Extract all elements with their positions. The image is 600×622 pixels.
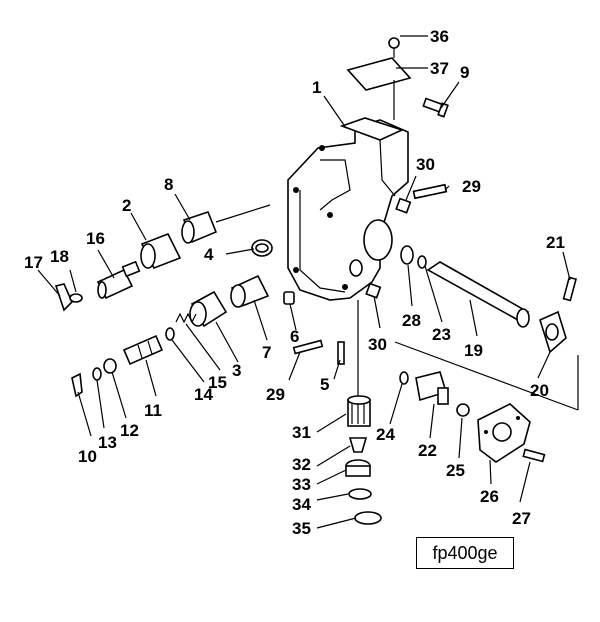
shaft-19 <box>426 261 530 328</box>
callout-16: 16 <box>86 229 105 248</box>
callout-9: 9 <box>460 63 469 82</box>
clip-10 <box>71 372 83 398</box>
callout-13: 13 <box>98 433 117 452</box>
callout-29-lower: 29 <box>266 385 285 404</box>
callout-28: 28 <box>402 311 421 330</box>
callout-10: 10 <box>78 447 97 466</box>
stud-29-upper <box>412 183 448 200</box>
oring-24 <box>399 371 409 385</box>
callout-4: 4 <box>204 245 214 264</box>
pin-6 <box>283 291 295 305</box>
callout-32: 32 <box>292 455 311 474</box>
callout-21: 21 <box>546 233 565 252</box>
cup-3 <box>189 290 228 328</box>
seal-28 <box>400 245 414 265</box>
bolt-27 <box>522 448 546 463</box>
callout-30-lower: 30 <box>368 335 387 354</box>
bolt-9 <box>422 97 449 118</box>
callout-7: 7 <box>262 343 271 362</box>
leader-lines <box>37 35 571 529</box>
callout-25: 25 <box>446 461 465 480</box>
callout-34: 34 <box>292 495 311 514</box>
sleeve-8 <box>181 204 271 244</box>
callout-14: 14 <box>194 385 213 404</box>
oring-14 <box>165 327 175 341</box>
callout-27: 27 <box>512 509 531 528</box>
spool-16 <box>96 260 141 300</box>
ball-25 <box>456 403 470 417</box>
callout-17: 17 <box>24 253 43 272</box>
cover-plate-37 <box>346 57 412 91</box>
check-valve-22 <box>415 371 449 405</box>
bushing-2 <box>140 232 182 270</box>
callout-19: 19 <box>464 341 483 360</box>
callout-3: 3 <box>232 361 241 380</box>
callout-22: 22 <box>418 441 437 460</box>
screw-21 <box>562 276 577 302</box>
figure-code-label: fp400ge <box>416 537 514 569</box>
callout-1: 1 <box>312 78 321 97</box>
callout-6: 6 <box>290 327 299 346</box>
plug-33 <box>345 459 371 477</box>
callout-11: 11 <box>144 401 162 420</box>
screw-36 <box>388 37 400 120</box>
callout-26: 26 <box>480 487 499 506</box>
callout-15: 15 <box>208 373 227 392</box>
callout-31: 31 <box>292 423 311 442</box>
callout-18: 18 <box>50 247 69 266</box>
callout-numbers: 1 2 3 4 5 6 7 8 9 10 11 12 13 14 15 16 1… <box>24 27 565 538</box>
washer-13 <box>92 367 102 381</box>
plug-12 <box>103 358 117 374</box>
washer-18 <box>69 293 83 303</box>
callout-20: 20 <box>530 381 549 400</box>
lever-20 <box>539 310 567 354</box>
callout-2: 2 <box>122 196 131 215</box>
spring-15 <box>175 312 197 324</box>
callout-29-upper: 29 <box>462 177 481 196</box>
callout-23: 23 <box>432 325 451 344</box>
snap-ring-35 <box>354 511 382 525</box>
filter-31 <box>347 395 371 427</box>
nut-30-lower <box>365 282 382 299</box>
pin-5 <box>337 341 345 365</box>
callout-30-upper: 30 <box>416 155 435 174</box>
nut-30-upper <box>395 197 412 214</box>
callout-37: 37 <box>430 59 449 78</box>
ring-4 <box>251 239 273 257</box>
oring-34 <box>348 488 372 500</box>
pin-17 <box>54 283 73 312</box>
callout-33: 33 <box>292 475 311 494</box>
callout-8: 8 <box>164 175 173 194</box>
cover-26 <box>477 403 531 463</box>
spool-11 <box>122 334 164 366</box>
callout-24: 24 <box>376 425 395 444</box>
oring-23 <box>417 255 427 269</box>
callout-5: 5 <box>320 375 329 394</box>
assembly-line-right <box>394 341 579 411</box>
callout-12: 12 <box>120 421 139 440</box>
callout-36: 36 <box>430 27 449 46</box>
housing-part-1 <box>287 117 409 301</box>
stud-29-lower <box>292 339 324 355</box>
piston-7 <box>230 274 270 308</box>
callout-35: 35 <box>292 519 311 538</box>
spring-32 <box>348 437 368 453</box>
